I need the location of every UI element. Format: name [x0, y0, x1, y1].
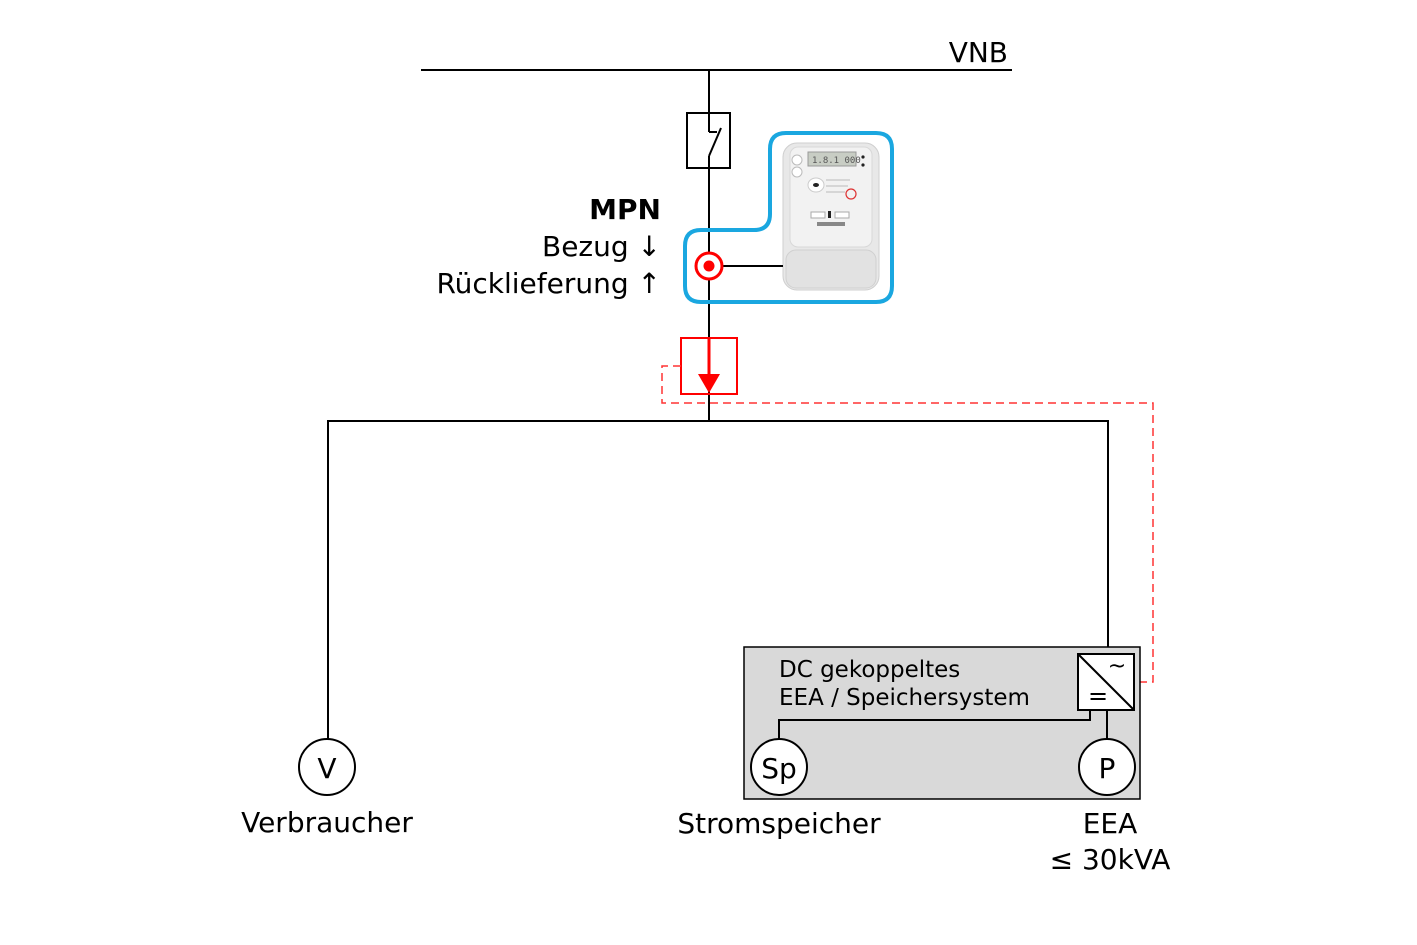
storage-symbol-letter: Sp [761, 752, 797, 785]
measurement-point-icon [694, 251, 724, 281]
pv-capacity-label: ≤ 30kVA [1050, 843, 1171, 876]
svg-text:~: ~ [1108, 654, 1126, 679]
svg-text:=: = [1088, 682, 1108, 710]
pv-label: EEA [1083, 807, 1138, 840]
storage-symbol: Sp [750, 738, 808, 796]
inverter-icon: ~ = [1077, 653, 1135, 711]
storage-dc-link [778, 710, 1091, 740]
export-label: Rücklieferung ↑ [436, 267, 661, 300]
grid-label: VNB [949, 36, 1008, 69]
distribution-bus [327, 420, 1109, 748]
pv-generator-symbol: P [1078, 738, 1136, 796]
consumer-symbol-letter: V [317, 752, 336, 785]
system-box-line2: EEA / Speichersystem [779, 685, 1030, 711]
storage-label: Stromspeicher [677, 807, 881, 840]
import-label: Bezug ↓ [542, 230, 661, 263]
main-switch-icon [686, 112, 731, 169]
consumer-label: Verbraucher [241, 806, 413, 839]
smart-meter-icon: 1.8.1 000 [782, 142, 880, 291]
control-signal-dashed-line [661, 365, 1154, 683]
pv-symbol-letter: P [1099, 752, 1116, 785]
svg-text:1.8.1 000: 1.8.1 000 [812, 156, 861, 166]
meter-outline [683, 131, 894, 304]
meter-point-title: MPN [589, 193, 661, 226]
dc-system-box [743, 646, 1141, 800]
control-relay-icon [680, 337, 738, 395]
consumer-symbol: V [298, 738, 356, 796]
system-box-line1: DC gekoppeltes [779, 657, 960, 683]
